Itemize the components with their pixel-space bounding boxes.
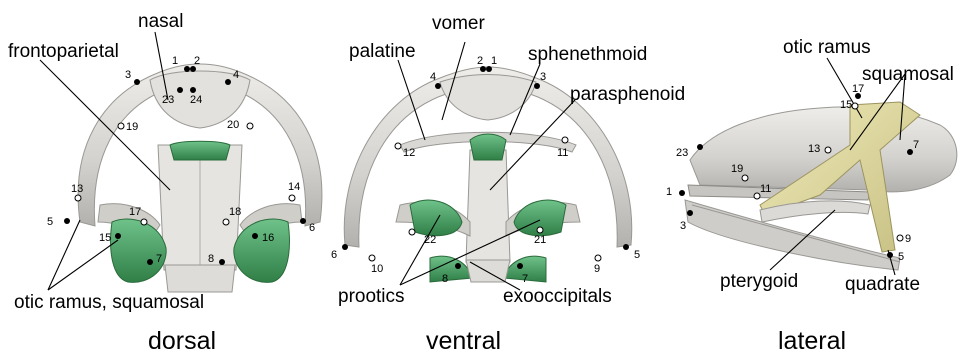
- lateral-skull: [685, 102, 957, 270]
- landmark-dot: [517, 263, 523, 269]
- landmark-number: 17: [852, 83, 864, 95]
- landmark-number: 19: [126, 121, 138, 133]
- landmark-number: 7: [156, 253, 162, 265]
- landmark-dot: [342, 244, 348, 250]
- label-squamosal: squamosal: [862, 64, 954, 85]
- view-captions: dorsal ventral lateral: [148, 327, 846, 355]
- landmark-number: 6: [309, 222, 315, 234]
- landmark-dot: [534, 83, 540, 89]
- label-parasphenoid: parasphenoid: [570, 84, 685, 105]
- landmark-number: 8: [442, 273, 448, 285]
- landmark-number: 22: [424, 234, 436, 246]
- landmark-dot: [223, 219, 229, 225]
- landmark-number: 7: [522, 273, 528, 285]
- landmark-dot: [435, 83, 441, 89]
- landmark-dot: [623, 244, 629, 250]
- landmark-number: 12: [403, 147, 415, 159]
- landmark-number: 6: [331, 249, 337, 261]
- label-prootics: prootics: [338, 286, 405, 307]
- landmark-number: 3: [125, 69, 131, 81]
- label-otic-ramus-squamosal: otic ramus, squamosal: [14, 292, 204, 313]
- landmark-number: 3: [540, 71, 546, 83]
- landmark-number: 5: [634, 249, 640, 261]
- landmark-number: 13: [71, 183, 83, 195]
- landmark-number: 21: [534, 234, 546, 246]
- landmark-number: 11: [557, 147, 568, 159]
- landmark-number: 5: [898, 251, 904, 263]
- landmark-number: 7: [913, 139, 919, 151]
- landmark-number: 10: [371, 263, 383, 275]
- landmark-number: 5: [47, 216, 53, 228]
- landmark-dot: [141, 219, 147, 225]
- label-palatine: palatine: [349, 41, 416, 62]
- landmark-dot: [300, 218, 306, 224]
- landmark-number: 3: [680, 220, 686, 232]
- landmark-number: 15: [99, 232, 111, 244]
- label-quadrate: quadrate: [845, 274, 920, 295]
- landmark-number: 9: [594, 263, 600, 275]
- landmark-dot: [562, 137, 568, 143]
- landmark-number: 14: [288, 181, 300, 193]
- landmark-number: 11: [760, 183, 771, 195]
- caption-ventral: ventral: [426, 327, 501, 355]
- landmark-dot: [289, 195, 295, 201]
- landmark-number: 1: [491, 55, 497, 67]
- landmark-dot: [369, 255, 375, 261]
- landmark-dot: [225, 79, 231, 85]
- landmark-number: 2: [194, 55, 200, 67]
- landmark-number: 18: [229, 206, 241, 218]
- landmark-dot: [595, 255, 601, 261]
- landmark-number: 1: [666, 186, 672, 198]
- landmark-number: 23: [676, 147, 688, 159]
- label-sphenethmoid: sphenethmoid: [528, 44, 647, 65]
- landmark-dot: [679, 190, 685, 196]
- landmark-dot: [897, 235, 903, 241]
- landmark-number: 16: [262, 232, 274, 244]
- landmark-number: 8: [208, 253, 214, 265]
- landmark-dot: [697, 144, 703, 150]
- landmark-dot: [537, 227, 543, 233]
- landmark-dot: [64, 218, 70, 224]
- landmark-number: 4: [430, 71, 436, 83]
- landmark-number: 17: [129, 206, 141, 218]
- landmark-number: 1: [172, 55, 178, 67]
- landmark-dot: [825, 147, 831, 153]
- label-pterygoid: pterygoid: [720, 271, 798, 292]
- label-otic-ramus: otic ramus: [783, 37, 871, 58]
- label-frontoparietal: frontoparietal: [8, 41, 119, 62]
- landmark-dot: [887, 252, 893, 258]
- landmark-dot: [147, 259, 153, 265]
- landmark-dot: [115, 233, 121, 239]
- landmark-number: 9: [905, 233, 911, 245]
- landmark-dot: [75, 195, 81, 201]
- landmark-dot: [134, 79, 140, 85]
- landmark-number: 20: [227, 119, 239, 131]
- caption-lateral: lateral: [778, 327, 846, 355]
- landmark-dot: [177, 87, 183, 93]
- label-vomer: vomer: [432, 13, 485, 34]
- landmark-number: 13: [808, 143, 820, 155]
- landmark-dot: [852, 103, 858, 109]
- landmark-dot: [247, 123, 253, 129]
- landmark-dot: [190, 87, 196, 93]
- landmark-dot: [742, 175, 748, 181]
- landmark-dot: [252, 233, 258, 239]
- landmark-dot: [409, 229, 415, 235]
- landmark-number: 19: [731, 163, 743, 175]
- landmark-dot: [118, 123, 124, 129]
- landmark-number: 2: [477, 55, 483, 67]
- landmark-dot: [219, 259, 225, 265]
- landmark-dot: [184, 66, 190, 72]
- landmark-number: 15: [840, 99, 852, 111]
- label-exooccipitals: exooccipitals: [503, 286, 612, 307]
- landmark-number: 24: [190, 94, 202, 106]
- landmark-dot: [455, 263, 461, 269]
- landmark-dot: [395, 143, 401, 149]
- caption-dorsal: dorsal: [148, 327, 216, 355]
- landmark-dot: [687, 210, 693, 216]
- landmark-number: 23: [162, 94, 174, 106]
- landmark-number: 4: [233, 69, 239, 81]
- label-nasal: nasal: [138, 11, 183, 32]
